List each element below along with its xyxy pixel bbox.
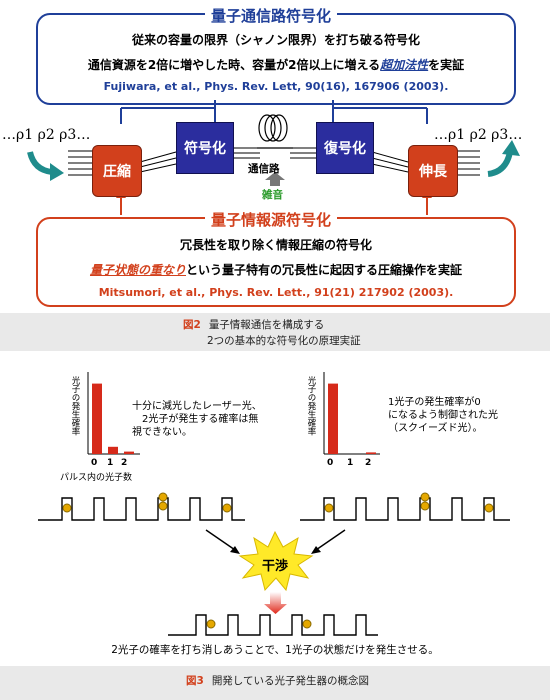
fujiwara-reference: Fujiwara, et al., Phys. Rev. Lett, 90(16… xyxy=(103,80,449,93)
left-tick-0: 0 xyxy=(91,458,98,468)
interference-burst xyxy=(238,530,314,592)
right-chart-note: 1光子の発生確率が0 になるよう制御された光 （スクイーズド光）。 xyxy=(388,397,498,434)
quantum-channel-coding-box: 従来の容量の限界（シャノン限界）を打ち破る符号化 通信資源を2倍に増やした時、容… xyxy=(36,13,516,105)
figure2-caption-line2: 2つの基本的な符号化の原理実証 xyxy=(207,335,361,347)
right-tick-2: 2 xyxy=(365,458,372,468)
figure2-caption-bar xyxy=(0,313,550,351)
left-chart-xlabel: パルス内の光子数 xyxy=(60,473,133,483)
figure2-number: 図2 xyxy=(183,319,201,331)
left-bar-2 xyxy=(124,451,134,454)
left-converge-arrow xyxy=(205,529,239,553)
source-coding-line2-text: という量子特有の冗長性に起因する圧縮操作を実証 xyxy=(186,263,463,277)
quantum-source-coding-title: 量子情報源符号化 xyxy=(205,209,338,230)
left-chart-bars xyxy=(92,383,134,454)
right-bar-2 xyxy=(366,452,376,454)
figure3-caption-bar xyxy=(0,666,550,700)
figure3-caption: 図3 開発している光子発生器の概念図 xyxy=(186,673,369,688)
result-pulse-train xyxy=(168,614,378,636)
left-pulse-train xyxy=(38,497,245,521)
right-bar-0 xyxy=(328,383,338,454)
right-chart-ylabel: 光子の発生確率 xyxy=(306,376,316,436)
channel-label: 通信路 xyxy=(248,163,280,175)
noise-label: 雑音 xyxy=(262,189,283,201)
channel-coding-line2: 通信資源を2倍に増やした時、容量が2倍以上に増える超加法性を実証 xyxy=(38,56,514,73)
channel-coding-line2-text: 通信資源を2倍に増やした時、容量が2倍以上に増える xyxy=(87,58,381,72)
source-coding-line2: 量子状態の重なりという量子特有の冗長性に起因する圧縮操作を実証 xyxy=(38,261,514,278)
right-photon-chart xyxy=(323,372,380,455)
output-arrow-head xyxy=(502,140,520,156)
result-note: 2光子の確率を打ち消しあうことで、1光子の状態だけを発生させる。 xyxy=(111,644,439,656)
decoder-block: 復号化 xyxy=(316,122,374,174)
quantum-channel-coding-title: 量子通信路符号化 xyxy=(205,5,338,26)
input-arrow xyxy=(27,151,53,175)
noise-arrow xyxy=(265,172,285,186)
output-states-label: …ρ1 ρ2 ρ3… xyxy=(434,127,523,143)
left-tick-1: 1 xyxy=(107,458,114,468)
superposition-emphasis: 量子状態の重なり xyxy=(89,263,186,277)
left-bar-0 xyxy=(92,383,102,454)
pulse-interference-diagram xyxy=(38,492,510,636)
channel-coding-line2-post: を実証 xyxy=(428,58,465,72)
right-converge-arrow xyxy=(312,529,346,553)
quantum-source-coding-box: 冗長性を取り除く情報圧縮の符号化 量子状態の重なりという量子特有の冗長性に起因す… xyxy=(36,217,516,307)
fiber-coil-icon xyxy=(257,114,293,149)
figure2-caption: 図2 量子情報通信を構成する xyxy=(183,317,324,332)
mitsumori-reference: Mitsumori, et al., Phys. Rev. Lett., 91(… xyxy=(98,286,454,299)
left-bar-1 xyxy=(108,446,118,454)
result-arrow xyxy=(264,592,287,614)
source-coding-line1: 冗長性を取り除く情報圧縮の符号化 xyxy=(179,238,372,252)
channel-coding-line1: 従来の容量の限界（シャノン限界）を打ち破る符号化 xyxy=(131,33,420,47)
encoder-block: 符号化 xyxy=(176,122,234,174)
compress-block: 圧縮 xyxy=(92,145,142,197)
output-arrow xyxy=(487,151,513,177)
right-tick-1: 1 xyxy=(347,458,354,468)
superadditivity-emphasis: 超加法性 xyxy=(380,58,429,72)
result-pulse-photons xyxy=(206,619,312,629)
figure3-number: 図3 xyxy=(186,675,204,687)
input-arrow-head xyxy=(50,163,64,181)
left-tick-2: 2 xyxy=(121,458,128,468)
left-chart-note: 十分に減光したレーザー光、 2光子が発生する確率は無 視できない。 xyxy=(132,401,262,438)
right-tick-0: 0 xyxy=(327,458,334,468)
input-states-label: …ρ1 ρ2 ρ3… xyxy=(2,127,91,143)
left-pulse-photons xyxy=(62,492,232,513)
signal-wires xyxy=(68,147,480,176)
expand-block: 伸長 xyxy=(408,145,458,197)
right-chart-bars xyxy=(328,383,376,454)
figure3-caption-text: 開発している光子発生器の概念図 xyxy=(211,675,369,687)
left-photon-chart xyxy=(87,372,140,455)
interference-label: 干渉 xyxy=(262,559,289,574)
left-chart-ylabel: 光子の発生確率 xyxy=(70,376,80,436)
figure2-caption-line1: 量子情報通信を構成する xyxy=(208,319,325,331)
right-pulse-photons xyxy=(324,492,494,513)
right-pulse-train xyxy=(300,497,510,521)
